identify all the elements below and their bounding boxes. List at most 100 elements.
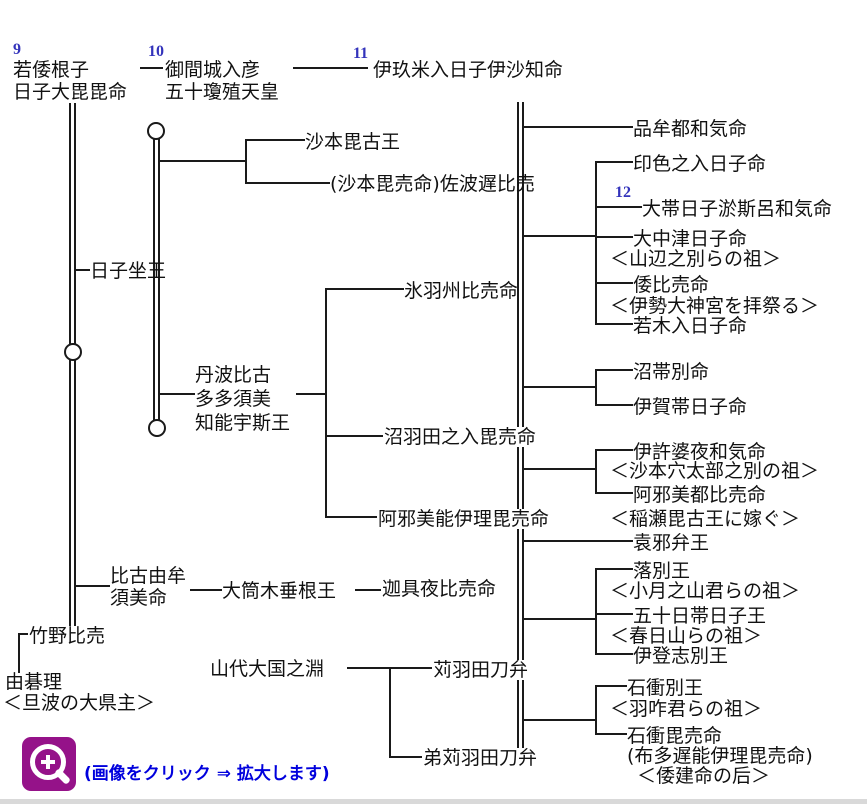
spouse-circle-bottom (148, 419, 166, 437)
bracket-saho-siblings (245, 139, 247, 184)
connector-oonakatsuhiko (597, 236, 633, 238)
node-azamitsuhime: 阿邪美都比売命 (633, 484, 767, 506)
connector-azaminoiri (327, 516, 377, 518)
bracket-karihata-children (595, 568, 597, 655)
connector-otokarihata-children (524, 719, 597, 721)
node-yamatohime: 倭比売命 (633, 274, 710, 296)
connector-homutsuwake (524, 126, 633, 128)
node-tanbahiko: 丹波比古 多多須美 知能宇斯王 (195, 364, 291, 434)
node-iwatsukuwake: 石衝別王 (627, 677, 704, 699)
node-ootarashihiko: 大帯日子淤斯呂和気命 (642, 198, 833, 220)
connector-ochiwake (597, 568, 633, 570)
node-futaji-alias: (布多遅能伊理毘売命) (627, 745, 813, 767)
node-nutarashiwake: 沼帯別命 (633, 361, 710, 383)
marriage-line-hikoimasu (153, 138, 160, 421)
node-kaika-tenno: 若倭根子 日子大毘毘命 (13, 59, 128, 103)
node-hikoimasu: 日子坐王 (90, 260, 167, 282)
node-suinin-tenno: 伊玖米入日子伊沙知命 (373, 59, 564, 81)
bracket-numahata-children (595, 369, 597, 406)
click-to-enlarge-caption: (画像をクリック ⇒ 拡大します) (84, 764, 330, 784)
connector-inishikinoiri (597, 161, 633, 163)
note-yugori-title: ＜旦波の大県主＞ (3, 692, 156, 714)
connector-ootsutsuki (190, 589, 222, 591)
node-iwatsukubime: 石衝毘売命 (627, 725, 723, 747)
node-wakakiiri: 若木入日子命 (633, 315, 748, 337)
node-ikatarashihiko: 五十日帯日子王 (633, 605, 767, 627)
connector-hibasuhime (327, 288, 404, 290)
connector-ikatarashihiko (597, 613, 633, 615)
bracket-tanba-daughters (325, 288, 327, 518)
connector-yugori-elbow (18, 633, 20, 673)
node-ootsutsukitarine: 大筒木垂根王 (222, 580, 337, 602)
connector-iwatsukubime (597, 733, 627, 735)
node-ochiwake: 落別王 (633, 560, 691, 582)
connector-iwatsukuwake (597, 685, 627, 687)
connector-tanbahiko (160, 393, 195, 395)
bracket-hibasu-children (595, 161, 597, 325)
note-inase-marriage: ＜稲瀬毘古王に嫁ぐ＞ (610, 508, 801, 530)
node-hibasuhime: 氷羽州比売命 (404, 280, 519, 302)
node-otokarihatatobe: 弟苅羽田刀弁 (422, 747, 539, 769)
connector-wakakiiri (597, 323, 633, 325)
connector-hibasu-children (524, 235, 597, 237)
note-kasuga: ＜春日山らの祖＞ (610, 625, 763, 647)
node-yugori: 由碁理 (5, 671, 63, 693)
connector-saho-branch (160, 160, 247, 162)
note-ise-grand-shrine: ＜伊勢大神宮を拝祭る＞ (610, 295, 820, 317)
node-ikobayawake: 伊許婆夜和気命 (633, 441, 767, 463)
node-kaguyahime: 迦具夜比売命 (381, 578, 498, 600)
node-sujin-tenno: 御間城入彦 五十瓊殖天皇 (165, 59, 280, 103)
bracket-otokarihata-children (595, 685, 597, 735)
connector-yamatohime (597, 282, 633, 284)
bracket-karihata-sisters (389, 667, 391, 758)
bracket-azami-children (595, 449, 597, 494)
generation-label-12: 12 (615, 184, 631, 201)
note-yamatotakeru-consort: ＜倭建命の后＞ (637, 765, 771, 787)
node-inishikinoiri: 印色之入日子命 (633, 153, 767, 175)
node-hikoyumusumi: 比古由牟 須美命 (110, 565, 187, 609)
connector-hikoyumusumi (76, 585, 110, 587)
page-bottom-edge (0, 799, 867, 804)
note-yamanobe: ＜山辺之別らの祖＞ (610, 248, 782, 270)
connector-ozabe (524, 540, 633, 542)
node-azaminoiri: 阿邪美能伊理毘売命 (377, 508, 551, 530)
generation-label-9: 9 (13, 41, 21, 58)
connector-kaguyahime (355, 589, 381, 591)
connector-ikobayawake (597, 449, 633, 451)
connector-karihata-children (524, 618, 597, 620)
magnifier-ring-icon (30, 744, 66, 780)
node-karihatatobe: 苅羽田刀弁 (432, 659, 530, 681)
node-itoshiwake: 伊登志別王 (633, 645, 729, 667)
connector-ootarashihiko (597, 206, 642, 208)
connector-sujin-suinin (293, 67, 368, 69)
connector-tanba-children (296, 393, 327, 395)
connector-nutarashiwake (597, 369, 633, 371)
node-ozabe: 袁邪弁王 (633, 532, 710, 554)
node-numahatanoiri: 沼羽田之入毘売命 (383, 426, 538, 448)
generation-label-11: 11 (353, 45, 369, 62)
connector-azamitsuhime (597, 492, 633, 494)
note-ozuki: ＜小月之山君らの祖＞ (610, 580, 801, 602)
connector-numahatanoiri (327, 435, 383, 437)
generation-label-10: 10 (148, 43, 164, 60)
connector-igatarashihiko (597, 404, 633, 406)
note-hakui: ＜羽咋君らの祖＞ (610, 698, 763, 720)
connector-hikoimasu (76, 269, 90, 271)
connector-otokarihatatobe (391, 756, 422, 758)
node-yamashiro-ookuni: 山代大国之淵 (210, 658, 325, 680)
plus-icon (46, 755, 50, 769)
connector-azami-children (524, 468, 597, 470)
node-sahobiko: 沙本毘古王 (305, 131, 401, 153)
node-oonakatsuhiko: 大中津日子命 (633, 228, 748, 250)
spouse-circle-top (147, 122, 165, 140)
connector-sawajihime (245, 182, 330, 184)
spouse-circle-left (64, 343, 82, 361)
descent-line-kaika (69, 103, 76, 627)
note-sahoana: ＜沙本穴太部之別の祖＞ (610, 460, 820, 482)
connector-kaika-sujin (140, 67, 163, 69)
connector-numahata-children (524, 386, 597, 388)
node-sawajihime: (沙本毘売命)佐波遅比売 (330, 173, 535, 195)
node-igatarashihiko: 伊賀帯日子命 (633, 396, 748, 418)
zoom-in-icon[interactable] (22, 737, 76, 791)
